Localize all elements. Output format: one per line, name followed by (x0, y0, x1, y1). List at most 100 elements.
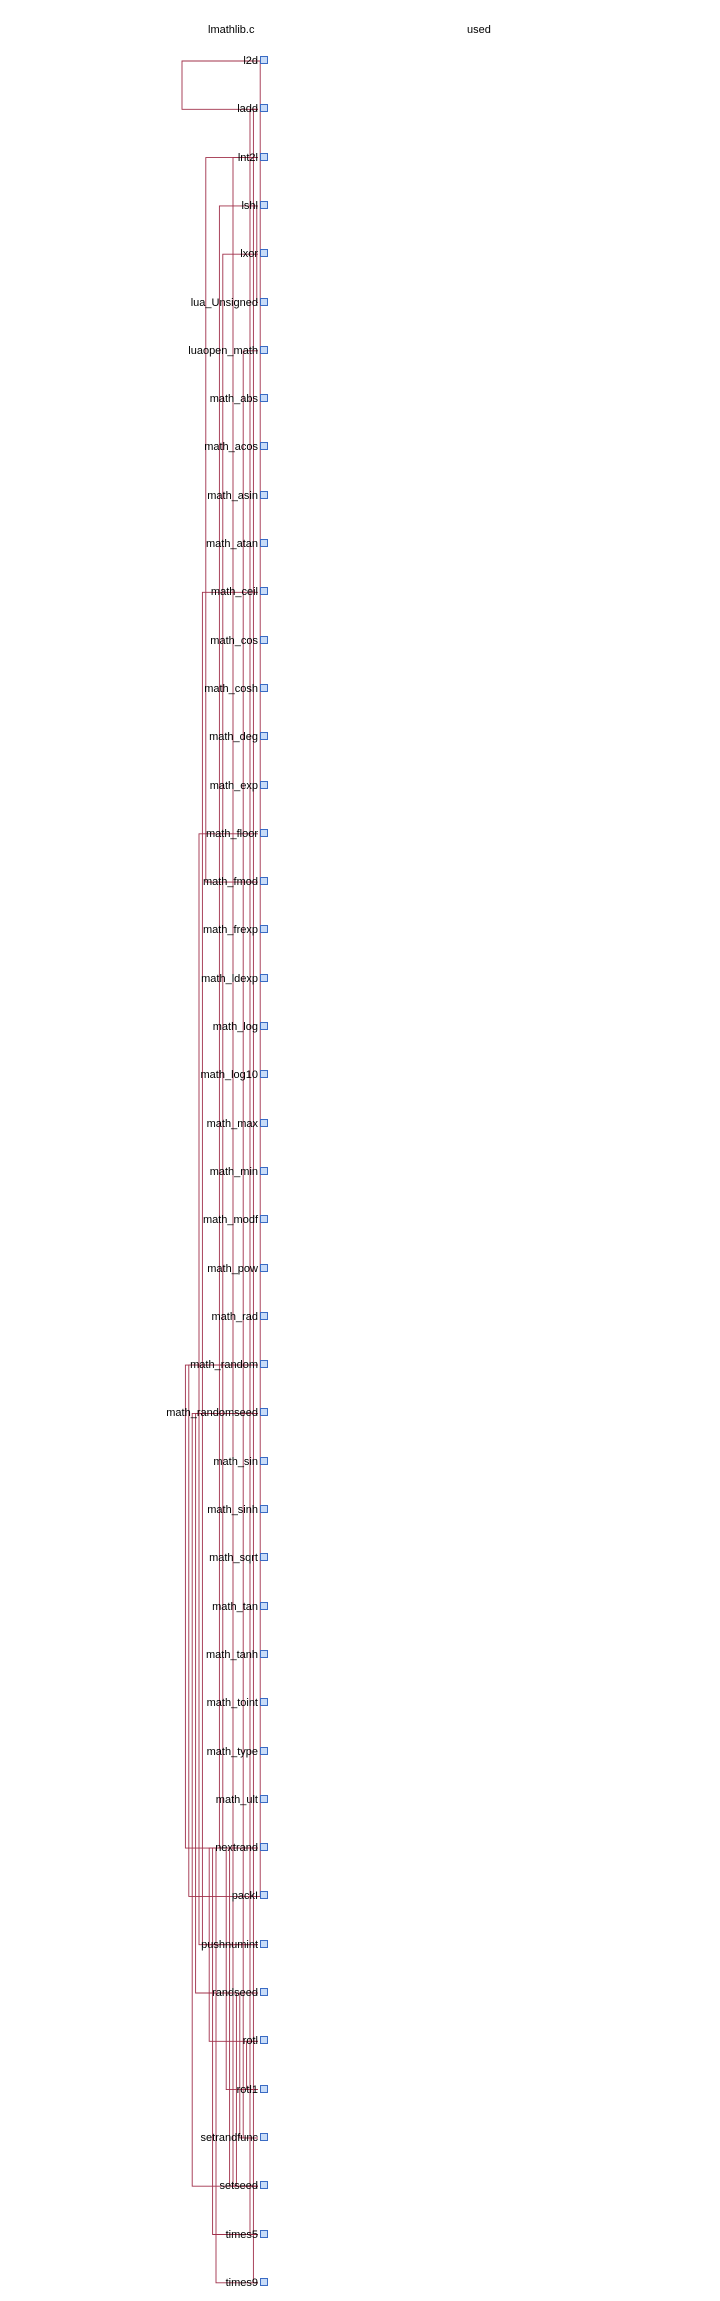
function-node-box[interactable] (260, 828, 268, 837)
function-node-box[interactable] (260, 490, 268, 499)
function-node-box[interactable] (260, 2277, 268, 2286)
function-row-ladd[interactable]: ladd (0, 102, 268, 116)
function-row-l2d[interactable]: l2d (0, 54, 268, 68)
function-row-math-frexp[interactable]: math_frexp (0, 923, 268, 937)
edge-layer (181, 60, 261, 2284)
function-row-math-tan[interactable]: math_tan (0, 1600, 268, 1614)
function-node-box[interactable] (260, 2084, 268, 2093)
function-node-box[interactable] (260, 2036, 268, 2045)
function-row-math-pow[interactable]: math_pow (0, 1262, 268, 1276)
function-node-box[interactable] (260, 2229, 268, 2238)
function-row-math-log[interactable]: math_log (0, 1020, 268, 1034)
function-label: rotl1 (236, 2083, 258, 2096)
function-node-box[interactable] (260, 104, 268, 113)
function-row-math-min[interactable]: math_min (0, 1165, 268, 1179)
function-node-box[interactable] (260, 925, 268, 934)
function-row-math-asin[interactable]: math_asin (0, 489, 268, 503)
function-node-box[interactable] (260, 1746, 268, 1755)
function-row-math-deg[interactable]: math_deg (0, 730, 268, 744)
function-node-box[interactable] (260, 56, 268, 64)
function-node-box[interactable] (260, 587, 268, 596)
function-label: math_randomseed (166, 1407, 258, 1420)
function-row-lua-unsigned[interactable]: lua_Unsigned (0, 296, 268, 310)
function-row-math-acos[interactable]: math_acos (0, 440, 268, 454)
call-edge (195, 1412, 258, 1994)
function-row-nextrand[interactable]: nextrand (0, 1841, 268, 1855)
function-row-randseed[interactable]: randseed (0, 1986, 268, 2000)
function-node-box[interactable] (260, 1891, 268, 1900)
function-row-math-exp[interactable]: math_exp (0, 779, 268, 793)
function-node-box[interactable] (260, 1601, 268, 1610)
function-row-math-tanh[interactable]: math_tanh (0, 1648, 268, 1662)
function-node-box[interactable] (260, 2132, 268, 2141)
function-node-box[interactable] (260, 1215, 268, 1224)
function-row-math-ult[interactable]: math_ult (0, 1793, 268, 1807)
function-node-box[interactable] (260, 1698, 268, 1707)
function-row-math-fmod[interactable]: math_fmod (0, 875, 268, 889)
function-row-math-randomseed[interactable]: math_randomseed (0, 1406, 268, 1420)
function-row-math-type[interactable]: math_type (0, 1745, 268, 1759)
function-row-math-sin[interactable]: math_sin (0, 1455, 268, 1469)
function-row-math-sinh[interactable]: math_sinh (0, 1503, 268, 1517)
function-row-luaopen-math[interactable]: luaopen_math (0, 344, 268, 358)
function-node-box[interactable] (260, 1505, 268, 1513)
function-row-math-rad[interactable]: math_rad (0, 1310, 268, 1324)
function-row-math-ceil[interactable]: math_ceil (0, 585, 268, 599)
function-node-box[interactable] (260, 1939, 268, 1948)
function-row-times9[interactable]: times9 (0, 2276, 268, 2290)
function-row-math-ldexp[interactable]: math_ldexp (0, 972, 268, 986)
function-row-math-cos[interactable]: math_cos (0, 634, 268, 648)
function-node-box[interactable] (260, 1408, 268, 1417)
function-row-math-sqrt[interactable]: math_sqrt (0, 1551, 268, 1565)
function-node-box[interactable] (260, 1022, 268, 1030)
function-node-box[interactable] (260, 1988, 268, 1996)
function-node-box[interactable] (260, 152, 268, 161)
function-node-box[interactable] (260, 780, 268, 789)
function-node-box[interactable] (260, 297, 268, 306)
function-row-pushnumint[interactable]: pushnumint (0, 1938, 268, 1952)
function-row-math-max[interactable]: math_max (0, 1117, 268, 1131)
function-node-box[interactable] (260, 1794, 268, 1803)
function-row-math-atan[interactable]: math_atan (0, 537, 268, 551)
function-row-lxor[interactable]: lxor (0, 247, 268, 261)
function-node-box[interactable] (260, 2181, 268, 2190)
function-row-math-toint[interactable]: math_toint (0, 1696, 268, 1710)
function-node-box[interactable] (260, 635, 268, 644)
function-row-setrandfunc[interactable]: setrandfunc (0, 2131, 268, 2145)
function-node-box[interactable] (260, 1360, 268, 1369)
function-node-box[interactable] (260, 1166, 268, 1175)
function-row-math-random[interactable]: math_random (0, 1358, 268, 1372)
function-node-box[interactable] (260, 1553, 268, 1562)
function-node-box[interactable] (260, 1649, 268, 1658)
function-row-lshl[interactable]: lshl (0, 199, 268, 213)
function-label: math_pow (207, 1262, 258, 1275)
function-row-math-modf[interactable]: math_modf (0, 1213, 268, 1227)
function-node-box[interactable] (260, 1456, 268, 1465)
function-node-box[interactable] (260, 249, 268, 258)
function-row-times5[interactable]: times5 (0, 2228, 268, 2242)
function-node-box[interactable] (260, 200, 268, 209)
function-row-math-floor[interactable]: math_floor (0, 827, 268, 841)
function-node-box[interactable] (260, 877, 268, 886)
function-node-box[interactable] (260, 394, 268, 403)
function-row-rotl[interactable]: rotl (0, 2034, 268, 2048)
function-node-box[interactable] (260, 1263, 268, 1272)
function-row-math-log10[interactable]: math_log10 (0, 1068, 268, 1082)
function-row-math-cosh[interactable]: math_cosh (0, 682, 268, 696)
function-row-packi[interactable]: packI (0, 1889, 268, 1903)
function-row-setseed[interactable]: setseed (0, 2179, 268, 2193)
function-row-math-abs[interactable]: math_abs (0, 392, 268, 406)
function-row-lnt2l[interactable]: lnt2l (0, 151, 268, 165)
function-node-box[interactable] (260, 732, 268, 741)
function-node-box[interactable] (260, 1070, 268, 1079)
function-node-box[interactable] (260, 442, 268, 451)
function-node-box[interactable] (260, 345, 268, 354)
function-node-box[interactable] (260, 1118, 268, 1127)
function-node-box[interactable] (260, 1311, 268, 1320)
function-node-box[interactable] (260, 683, 268, 692)
function-row-rotl1[interactable]: rotl1 (0, 2083, 268, 2097)
call-edge (205, 157, 258, 883)
function-node-box[interactable] (260, 539, 268, 547)
function-node-box[interactable] (260, 973, 268, 982)
function-node-box[interactable] (260, 1843, 268, 1852)
